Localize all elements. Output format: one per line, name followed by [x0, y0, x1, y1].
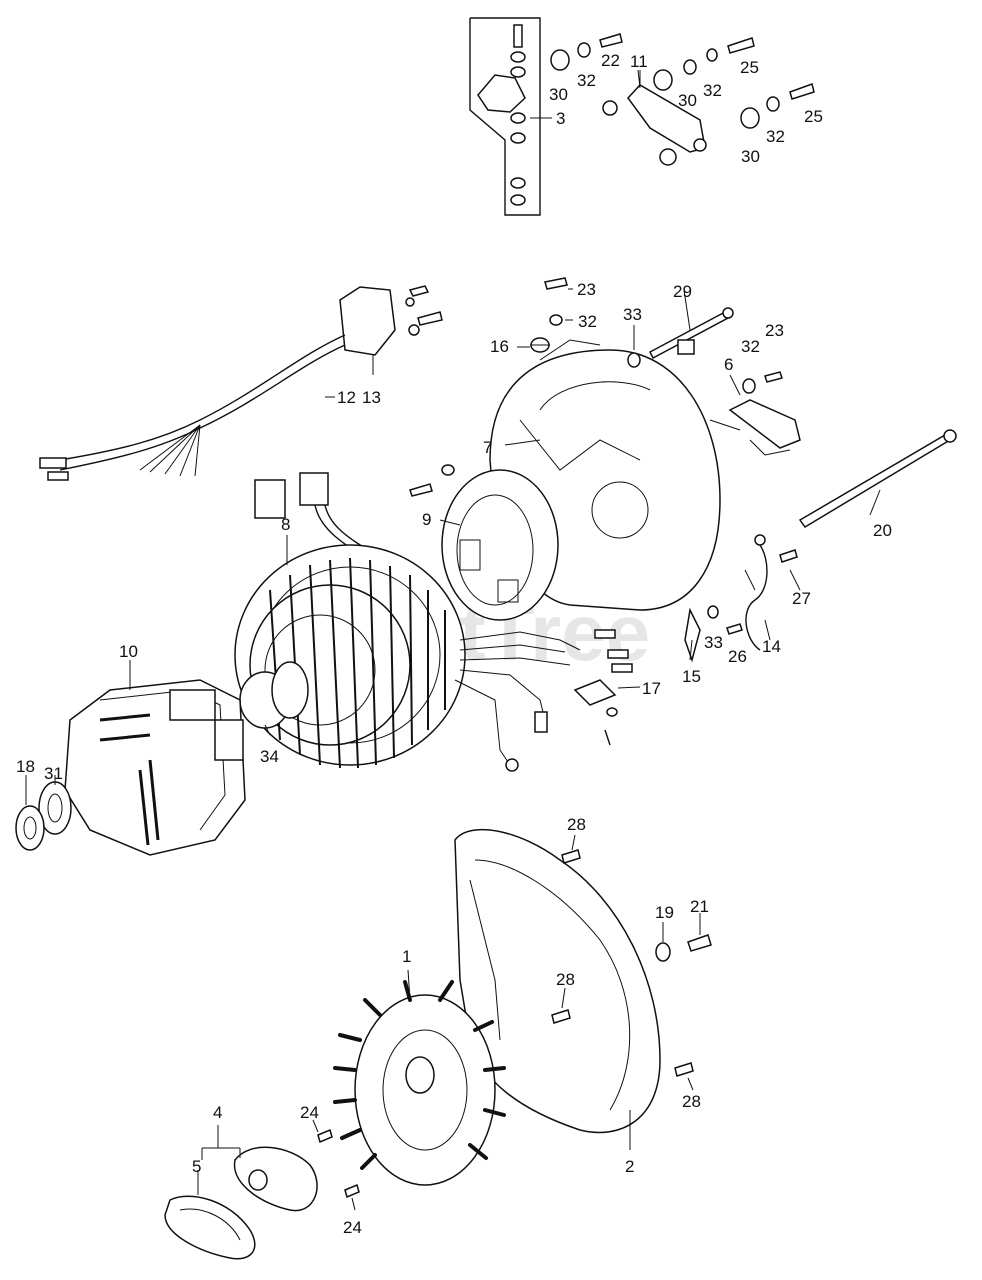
- label-32-right: 32: [741, 337, 760, 356]
- screw-small: [409, 483, 433, 497]
- label-21: 21: [690, 897, 709, 916]
- label-13: 13: [362, 388, 381, 407]
- label-4: 4: [213, 1103, 222, 1122]
- rotor-hub-34: [239, 661, 309, 729]
- starter-pulley-4: [233, 1146, 318, 1212]
- label-15: 15: [682, 667, 701, 686]
- label-32-top-left: 32: [577, 71, 596, 90]
- label-16: 16: [490, 337, 509, 356]
- through-bolt-20: [798, 429, 957, 528]
- label-5: 5: [192, 1157, 201, 1176]
- label-31: 31: [44, 764, 63, 783]
- wire-harness-13: [39, 285, 443, 596]
- cooling-fan-1: [333, 980, 506, 1186]
- label-11: 11: [630, 52, 648, 71]
- washer-19: [655, 942, 671, 962]
- label-24-upper: 24: [300, 1103, 319, 1122]
- screw-23-upper: [544, 277, 568, 290]
- part-number-labels: 1 2 3 4 5 6 7 8 9 10 11 12 13 14 15 16 1…: [16, 51, 892, 1237]
- label-2: 2: [625, 1157, 634, 1176]
- washer-33-upper: [627, 352, 641, 368]
- washer-33-lower: [707, 605, 719, 619]
- belt-guide-5: [164, 1195, 256, 1260]
- label-27: 27: [792, 589, 811, 608]
- ground-wire-14: [744, 534, 798, 651]
- clamp-16: [530, 337, 550, 353]
- label-30-right: 30: [741, 147, 760, 166]
- washer-small: [441, 464, 455, 476]
- label-32-top-mid: 32: [703, 81, 722, 100]
- label-32-top-right: 32: [766, 127, 785, 146]
- bolt-28-bottom: [674, 1062, 694, 1077]
- label-25-upper: 25: [740, 58, 759, 77]
- label-25-lower: 25: [804, 107, 823, 126]
- bolt-28-top: [561, 849, 581, 864]
- fan-cover-2: [454, 828, 661, 1134]
- label-23-right: 23: [765, 321, 784, 340]
- label-23-upper: 23: [577, 280, 596, 299]
- bolt-24-lower: [344, 1183, 360, 1199]
- plate-17: [573, 679, 618, 746]
- bolt-28-mid: [551, 1009, 571, 1024]
- bearing-18: [15, 805, 45, 851]
- leader-lines: [25, 70, 881, 1211]
- label-32-mid: 32: [578, 312, 597, 331]
- bolt-21: [687, 934, 712, 952]
- label-3: 3: [556, 109, 565, 128]
- label-28-bottom: 28: [682, 1092, 701, 1111]
- label-18: 18: [16, 757, 35, 776]
- washer-32-mid: [549, 314, 563, 326]
- screw-26: [726, 623, 743, 635]
- label-30-left: 30: [549, 85, 568, 104]
- label-10: 10: [119, 642, 138, 661]
- label-29: 29: [673, 282, 692, 301]
- stud-bolt-29: [649, 307, 734, 360]
- label-26: 26: [728, 647, 747, 666]
- label-6: 6: [724, 355, 733, 374]
- label-24-lower: 24: [343, 1218, 362, 1237]
- top-right-hardware: [550, 33, 815, 166]
- label-17: 17: [642, 679, 661, 698]
- label-14: 14: [762, 637, 781, 656]
- label-9: 9: [422, 510, 431, 529]
- label-28-top: 28: [567, 815, 586, 834]
- clip-15: [684, 607, 701, 663]
- label-8: 8: [281, 515, 290, 534]
- label-22: 22: [601, 51, 620, 70]
- diode-6: [677, 339, 801, 456]
- label-33-upper: 33: [623, 305, 642, 324]
- label-12: 12: [337, 388, 356, 407]
- label-28-mid: 28: [556, 970, 575, 989]
- label-1: 1: [402, 947, 411, 966]
- bolt-24-upper: [317, 1128, 333, 1144]
- label-30-mid: 30: [678, 91, 697, 110]
- ring-9: [441, 469, 559, 621]
- label-33-lower: 33: [704, 633, 723, 652]
- label-34: 34: [260, 747, 279, 766]
- label-19: 19: [655, 903, 674, 922]
- bracket-assembly-3: [469, 17, 552, 216]
- label-20: 20: [873, 521, 892, 540]
- label-7: 7: [483, 438, 492, 457]
- rotor-10: [64, 679, 246, 856]
